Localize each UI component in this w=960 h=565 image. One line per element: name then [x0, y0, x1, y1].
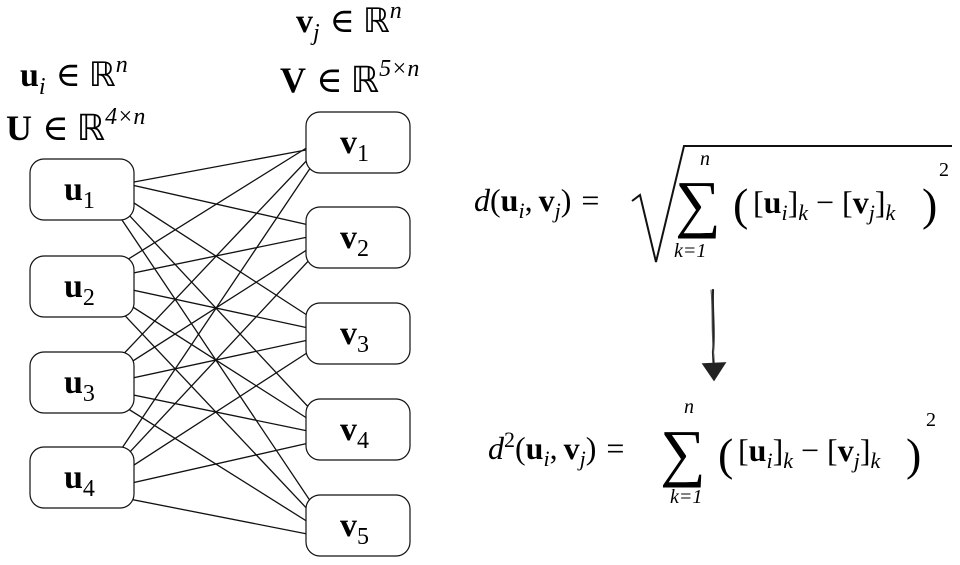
left-header: ui∈ℝn U∈ℝ4×n	[6, 52, 145, 149]
down-arrow-icon	[701, 288, 727, 382]
edge-u1-v3	[113, 189, 321, 325]
edge-u4-v4	[113, 439, 321, 488]
edge-u1-v5	[113, 207, 321, 516]
left-paren: (	[733, 179, 748, 230]
edge-u4-v1	[113, 153, 321, 461]
squared-distance-formula: d2(ui,vj)= n ∑ k=1 ( [ui]k−[vj]k ) 2	[488, 396, 936, 508]
edge-u1-v4	[113, 198, 321, 420]
v-vector-label: vj∈ℝn	[296, 0, 402, 46]
v-node-5: v5	[305, 494, 411, 557]
squared-right-paren: )	[906, 429, 921, 480]
squared-sum-lower-limit: k=1	[670, 486, 702, 508]
edge-u3-v3	[113, 336, 321, 383]
power-two: 2	[939, 159, 949, 181]
edge-u3-v1	[113, 146, 321, 365]
u-node-4: u4	[29, 446, 135, 509]
svg-text:u3: u3	[64, 364, 95, 407]
distance-formula: d(ui,vj)= n ∑ k=1 ( [ui]k−[vj]k ) 2	[474, 145, 952, 263]
edge-group	[113, 138, 321, 538]
u-node-1: u1	[29, 158, 135, 221]
u-node-3: u3	[29, 351, 135, 414]
edge-u2-v3	[113, 285, 321, 332]
sum-lower-limit: k=1	[674, 240, 706, 262]
svg-text:v4: v4	[340, 411, 369, 454]
svg-text:u4: u4	[64, 459, 95, 502]
svg-text:v3: v3	[340, 315, 369, 358]
sum-upper-limit: n	[700, 148, 710, 170]
svg-text:v5: v5	[340, 507, 369, 550]
squared-sum-upper-limit: n	[684, 396, 694, 418]
u-node-2: u2	[29, 255, 135, 318]
edge-u2-v5	[113, 303, 321, 523]
u-vector-label: ui∈ℝn	[20, 52, 128, 100]
edge-u1-v1	[133, 149, 307, 183]
v-node-3: v3	[305, 302, 411, 365]
edge-u4-v2	[113, 248, 321, 470]
edge-u2-v1	[113, 138, 321, 269]
squared-power-two: 2	[926, 409, 936, 431]
right-header: vj∈ℝn V∈ℝ5×n	[280, 0, 419, 101]
svg-text:u2: u2	[64, 268, 95, 311]
distance-lhs: d(ui,vj)=	[474, 182, 599, 223]
v-node-4: v4	[305, 398, 411, 461]
edge-u4-v5	[113, 495, 321, 538]
edge-u4-v3	[113, 343, 321, 479]
v-node-1: v1	[305, 111, 411, 174]
edge-u2-v4	[113, 294, 321, 428]
sigma-icon: ∑	[675, 168, 721, 239]
v-matrix-label: V∈ℝ5×n	[280, 56, 419, 101]
squared-sigma-icon: ∑	[660, 417, 706, 488]
distance-summand: [ui]k−[vj]k	[753, 184, 896, 225]
squared-summand: [ui]k−[vj]k	[738, 432, 881, 473]
svg-text:v1: v1	[340, 124, 369, 167]
svg-text:u1: u1	[64, 171, 95, 214]
svg-text:v2: v2	[340, 219, 369, 262]
squared-lhs: d2(ui,vj)=	[488, 427, 624, 471]
edge-u3-v5	[113, 399, 321, 531]
squared-left-paren: (	[718, 429, 733, 480]
edge-u3-v4	[113, 390, 321, 435]
u-matrix-label: U∈ℝ4×n	[6, 104, 145, 149]
v-node-2: v2	[305, 206, 411, 269]
sqrt-radical-icon	[631, 145, 952, 263]
right-paren: )	[922, 179, 937, 230]
